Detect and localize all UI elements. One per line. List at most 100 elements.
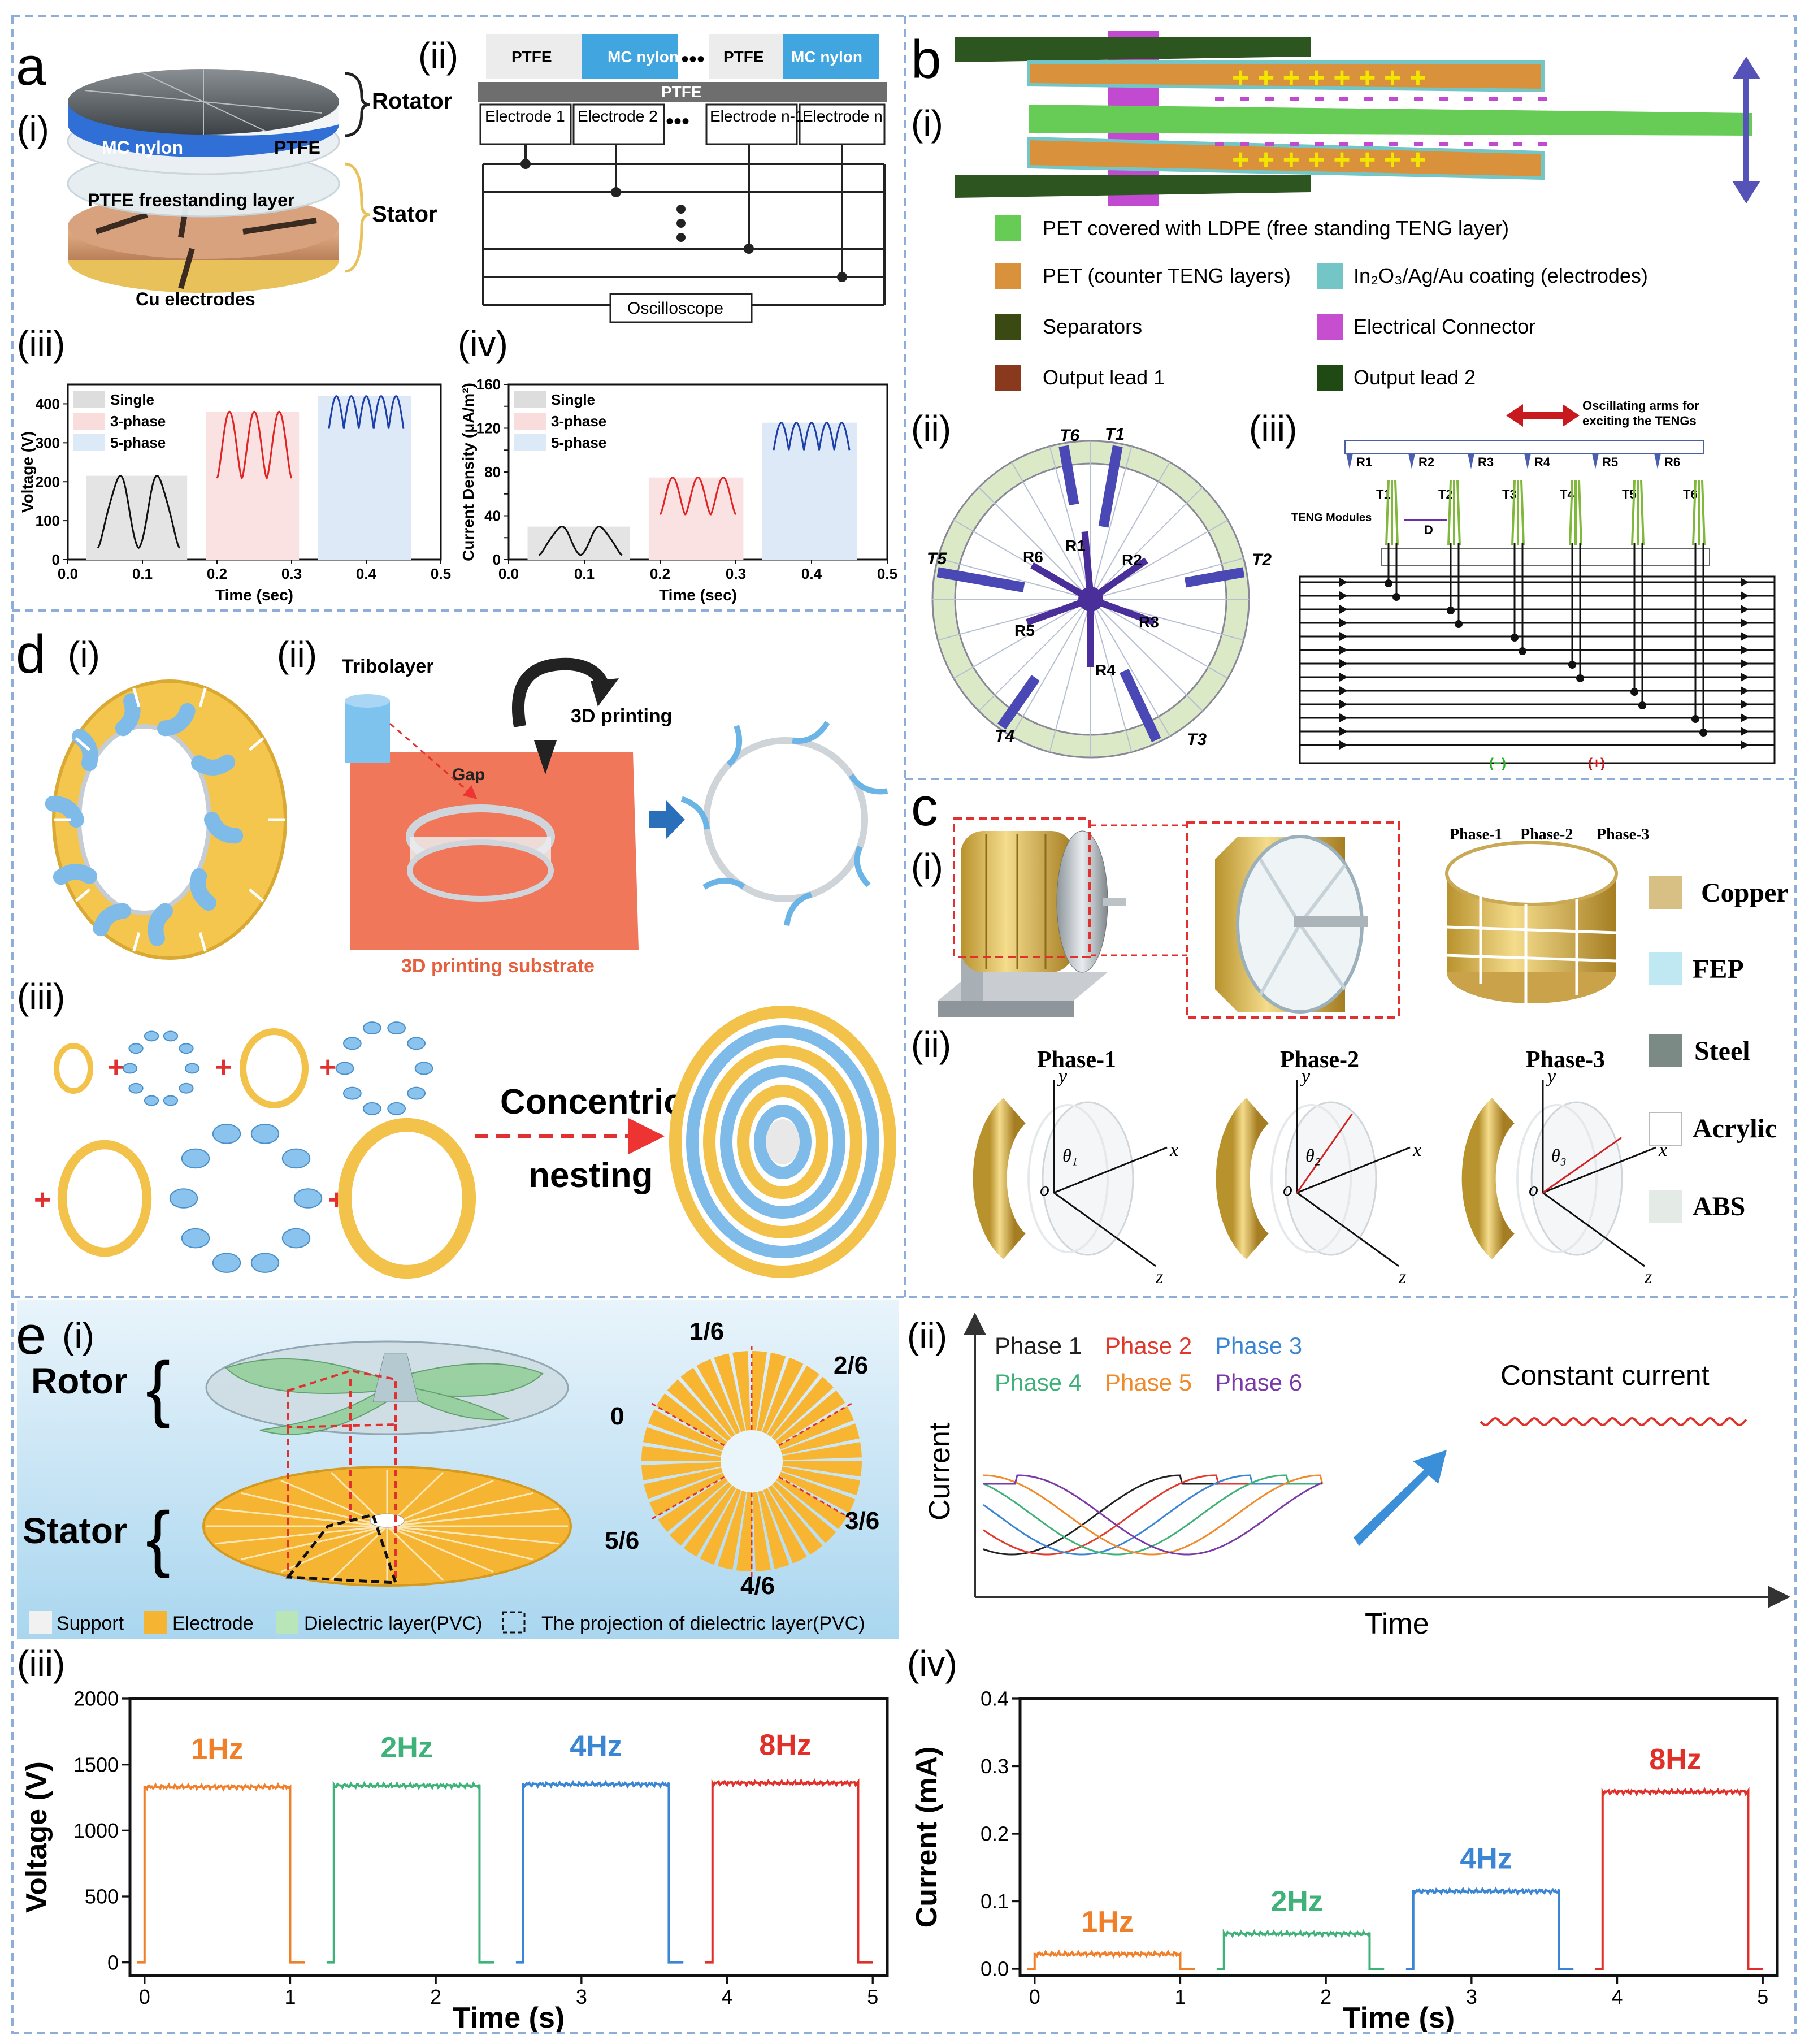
- phase-title: Phase-3: [1526, 1047, 1605, 1073]
- panel-letter-b: b: [911, 29, 941, 90]
- phase-wave: [983, 1474, 1323, 1556]
- copper-segment: [973, 1098, 1026, 1259]
- teng-label: T3: [1187, 730, 1207, 749]
- top-cell-3: PTFE: [723, 48, 764, 66]
- sub-c-ii: (ii): [911, 1024, 951, 1065]
- 3d-printing-label: 3D printing: [571, 705, 672, 727]
- x-tick-label: 5: [867, 1985, 878, 2008]
- copper-ring: [239, 1028, 309, 1109]
- panel-letter-d: d: [16, 624, 46, 685]
- series-shade: [762, 422, 857, 560]
- teng-strip: [1456, 480, 1461, 546]
- diode-left: [1339, 673, 1348, 682]
- teng-bar: [1058, 445, 1079, 506]
- polar-spoke: [953, 599, 1091, 679]
- arm-label: R5: [1014, 622, 1035, 639]
- tribolayer-flap: [212, 1124, 241, 1144]
- arm-label: R2: [1418, 455, 1434, 469]
- axis-z-label: z: [1398, 1267, 1406, 1288]
- phase-wave: [983, 1474, 1322, 1556]
- copper-ring: [57, 1140, 152, 1257]
- polar-spoke: [1090, 462, 1170, 600]
- bus-frame: [1299, 575, 1776, 764]
- legend-label: Single: [110, 391, 154, 408]
- z-axis: [1053, 1192, 1156, 1267]
- y-tick-label: 1500: [73, 1753, 119, 1776]
- x-tick-label: 2: [1320, 1985, 1331, 2008]
- y-tick-label: 0.4: [981, 1687, 1009, 1710]
- panel-letter-a: a: [16, 36, 46, 97]
- series-label: 1Hz: [1081, 1906, 1133, 1938]
- diode-left: [1339, 659, 1348, 668]
- nested-core: [766, 1119, 800, 1164]
- tribolayer-flap: [148, 903, 173, 946]
- flap: [784, 891, 813, 926]
- diode-right: [1741, 659, 1749, 668]
- phase-label: Phase 3: [1215, 1332, 1302, 1359]
- series-label: 8Hz: [759, 1729, 811, 1761]
- junction: [1638, 701, 1646, 709]
- y-tick-label: 0.3: [981, 1755, 1009, 1778]
- phase-label: Phase 4: [995, 1369, 1082, 1396]
- tribolayer-flap: [144, 1030, 159, 1042]
- x-tick-label: 3: [576, 1985, 587, 2008]
- x-tick-label: 2: [430, 1985, 441, 2008]
- legend-swatch-lead-1: [995, 365, 1021, 391]
- constant-current-label: Constant current: [1500, 1359, 1710, 1391]
- tribolayer-flap: [45, 795, 84, 828]
- axis-x-label: x: [1658, 1140, 1667, 1160]
- z-axis: [1296, 1192, 1399, 1267]
- panel-letter-c: c: [911, 777, 938, 837]
- legend-swatch-separators: [995, 314, 1021, 340]
- diode-right: [1741, 740, 1749, 750]
- sub-d-iii: (iii): [17, 976, 65, 1017]
- series-line: [1405, 1886, 1574, 1971]
- ring-gap: [248, 737, 264, 751]
- polar-spoke: [978, 487, 1091, 600]
- junction: [1511, 634, 1519, 642]
- arm-pointer: [1468, 453, 1474, 469]
- x-tick-label: 0: [139, 1985, 150, 2008]
- arm-label: R1: [1065, 537, 1086, 555]
- plot-frame: [1018, 1697, 1779, 1977]
- polar-spoke: [1090, 487, 1203, 600]
- x-tick-label: 0.2: [650, 565, 670, 582]
- nested-layer: [669, 1006, 896, 1278]
- polar-spoke: [1011, 462, 1091, 600]
- legend-separators: Separators: [1043, 315, 1142, 338]
- tribolayer-flap: [362, 1102, 381, 1115]
- printing-process: Tribolayer 3D printing Gap 3D printing s…: [342, 656, 888, 977]
- legend-label: Single: [551, 391, 595, 408]
- polar-spoke: [1090, 557, 1244, 600]
- teng-strip: [1692, 480, 1697, 546]
- flap: [726, 725, 743, 767]
- arm-pointer: [1654, 453, 1661, 469]
- tribolayer-flap: [184, 1063, 200, 1074]
- y-tick-label: 400: [36, 396, 60, 413]
- junction: [1630, 688, 1638, 696]
- y-axis-label: Voltage (V): [19, 431, 36, 513]
- teng-strip: [1394, 480, 1399, 546]
- plus-sign: +: [215, 1051, 232, 1084]
- cylinder-rim: [1516, 1104, 1598, 1253]
- diode-left: [1339, 605, 1348, 614]
- teng-bar: [1184, 567, 1245, 588]
- teng-strip: [1701, 480, 1706, 546]
- polar-spoke: [1090, 599, 1133, 752]
- flap: [848, 773, 888, 795]
- polar-spoke: [1090, 446, 1133, 600]
- legend-swatch-steel: [1649, 1034, 1682, 1067]
- y-tick-label: 0.1: [981, 1890, 1009, 1913]
- teng-strip: [1447, 480, 1452, 546]
- axis-y-label: y: [1546, 1066, 1556, 1087]
- x-tick-label: 0: [1029, 1985, 1040, 2008]
- panel-letter-e: e: [16, 1305, 46, 1366]
- x-tick-label: 0.5: [431, 565, 451, 582]
- plus-sign: +: [319, 1051, 336, 1084]
- tribolayer-flap: [157, 703, 196, 737]
- stator-segment-line: [387, 1525, 534, 1561]
- arms-title-2: exciting the TENGs: [1582, 414, 1697, 428]
- x-tick-label: 0.3: [726, 565, 746, 582]
